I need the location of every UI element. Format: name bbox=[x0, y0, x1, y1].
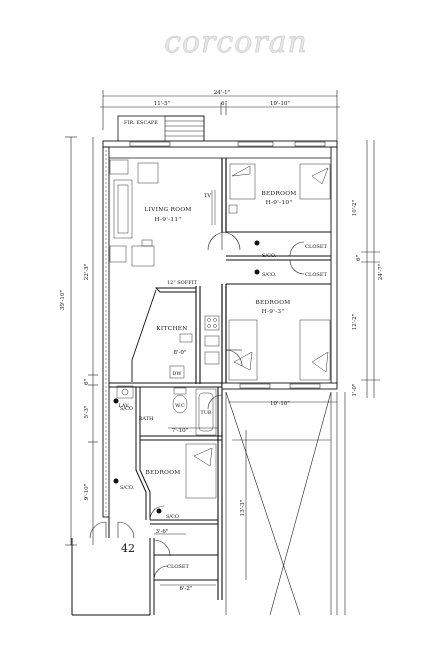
living-room-height: H-9'-11" bbox=[155, 217, 182, 223]
dim-bath-width: 7'-10" bbox=[172, 428, 188, 434]
living-room-label: LIVING ROOM bbox=[144, 207, 191, 213]
dim-right-total: 24'-7" bbox=[378, 264, 384, 280]
kitchen-label: KITCHEN bbox=[156, 326, 187, 332]
dim-bed2-width: 10'-10" bbox=[270, 401, 290, 407]
dim-left-mid2: 5'-3" bbox=[84, 406, 90, 419]
dim-door-width: 3'-6" bbox=[156, 529, 169, 535]
bedroom3-furniture bbox=[185, 443, 217, 499]
dim-closet-width: 6'-2" bbox=[180, 586, 193, 592]
bath-label: BATH bbox=[139, 416, 154, 422]
closet1-label: CLOSET bbox=[305, 244, 327, 250]
fire-escape-label: FIR. ESCAPE bbox=[124, 120, 158, 126]
brand-watermark: corcoran bbox=[164, 25, 308, 60]
dim-right-bed1: 10'-2" bbox=[352, 200, 358, 216]
bedroom1-height: H-9'-10" bbox=[266, 200, 293, 206]
co-label-2: S/CO. bbox=[262, 272, 277, 278]
dim-top-right: 10'-10" bbox=[270, 101, 290, 107]
dim-right-small: 6" bbox=[356, 255, 362, 261]
dim-right-bed2: 12'-2" bbox=[352, 314, 358, 330]
dim-overall-depth: 39'-10" bbox=[60, 290, 66, 310]
dim-left-mid1: 6" bbox=[84, 379, 90, 385]
bedroom2-label: BEDROOM bbox=[255, 300, 290, 306]
unit-number: 42 bbox=[121, 542, 135, 555]
bedroom2-furniture bbox=[228, 319, 331, 381]
dim-right-bottom: 1'-0" bbox=[352, 384, 358, 397]
co-label-3: S/CO bbox=[120, 406, 133, 412]
kitchen-fixtures bbox=[169, 315, 220, 379]
dim-top-mid: 6" bbox=[221, 101, 227, 107]
dim-left-upper: 22'-3" bbox=[84, 264, 90, 280]
walls bbox=[71, 140, 338, 616]
co-label-4: S/CO. bbox=[120, 485, 135, 491]
dw-label: DW bbox=[172, 371, 182, 377]
soffit-label: 12" SOFFIT bbox=[167, 280, 198, 286]
tv-label: TV bbox=[204, 193, 211, 199]
bedroom1-label: BEDROOM bbox=[261, 191, 296, 197]
co-label-1: S/CO. bbox=[262, 253, 277, 259]
detectors bbox=[113, 240, 260, 514]
living-room-furniture bbox=[109, 159, 216, 267]
closet2-label: CLOSET bbox=[305, 272, 327, 278]
wc-label: W.C bbox=[175, 403, 185, 409]
closet3-label: CLOSET bbox=[167, 564, 189, 570]
doors bbox=[89, 231, 305, 581]
lav-label: LAV. bbox=[118, 403, 129, 409]
bedroom1-furniture bbox=[228, 163, 331, 214]
dim-bed3-depth: 13'-3" bbox=[240, 500, 246, 516]
open-area-lines bbox=[225, 391, 346, 616]
dim-top-left: 11'-5" bbox=[154, 101, 170, 107]
co-label-5: S/CO bbox=[166, 514, 179, 520]
bath-fixtures bbox=[116, 385, 217, 436]
dim-kitchen-width: 8'-0" bbox=[174, 350, 187, 356]
bedroom2-height: H-9'-3" bbox=[262, 309, 285, 315]
dimension-lines bbox=[65, 90, 380, 586]
dim-overall-width: 24'-1" bbox=[214, 90, 230, 96]
dim-left-lower: 9'-10" bbox=[84, 484, 90, 500]
bedroom3-label: BEDROOM bbox=[145, 470, 180, 476]
tub-label: TUB bbox=[200, 410, 212, 416]
